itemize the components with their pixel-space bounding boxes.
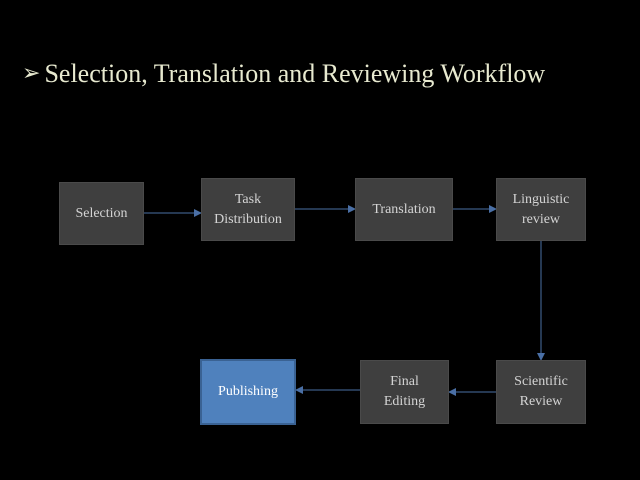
arrowhead-bullet-icon: ➢ [22, 61, 41, 86]
step-task-distribution-label: Task Distribution [214, 191, 282, 227]
step-final-editing-label: Final Editing [383, 374, 426, 409]
step-publishing-label: Publishing [218, 384, 278, 399]
step-selection: Selection [59, 182, 144, 245]
step-translation: Translation [355, 178, 453, 241]
step-linguistic-review: Linguistic review [496, 178, 586, 241]
slide-title-row: ➢ Selection, Translation and Reviewing W… [22, 56, 545, 92]
slide-title: Selection, Translation and Reviewing Wor… [44, 59, 546, 88]
step-final-editing: Final Editing [360, 360, 449, 424]
step-task-distribution: Task Distribution [201, 178, 295, 241]
step-translation-label: Translation [372, 201, 436, 217]
step-publishing: Publishing [200, 359, 296, 425]
step-selection-label: Selection [75, 205, 128, 221]
step-scientific-review-label: Scientific Review [514, 374, 568, 409]
step-linguistic-review-label: Linguistic review [512, 191, 570, 227]
step-scientific-review: Scientific Review [496, 360, 586, 424]
